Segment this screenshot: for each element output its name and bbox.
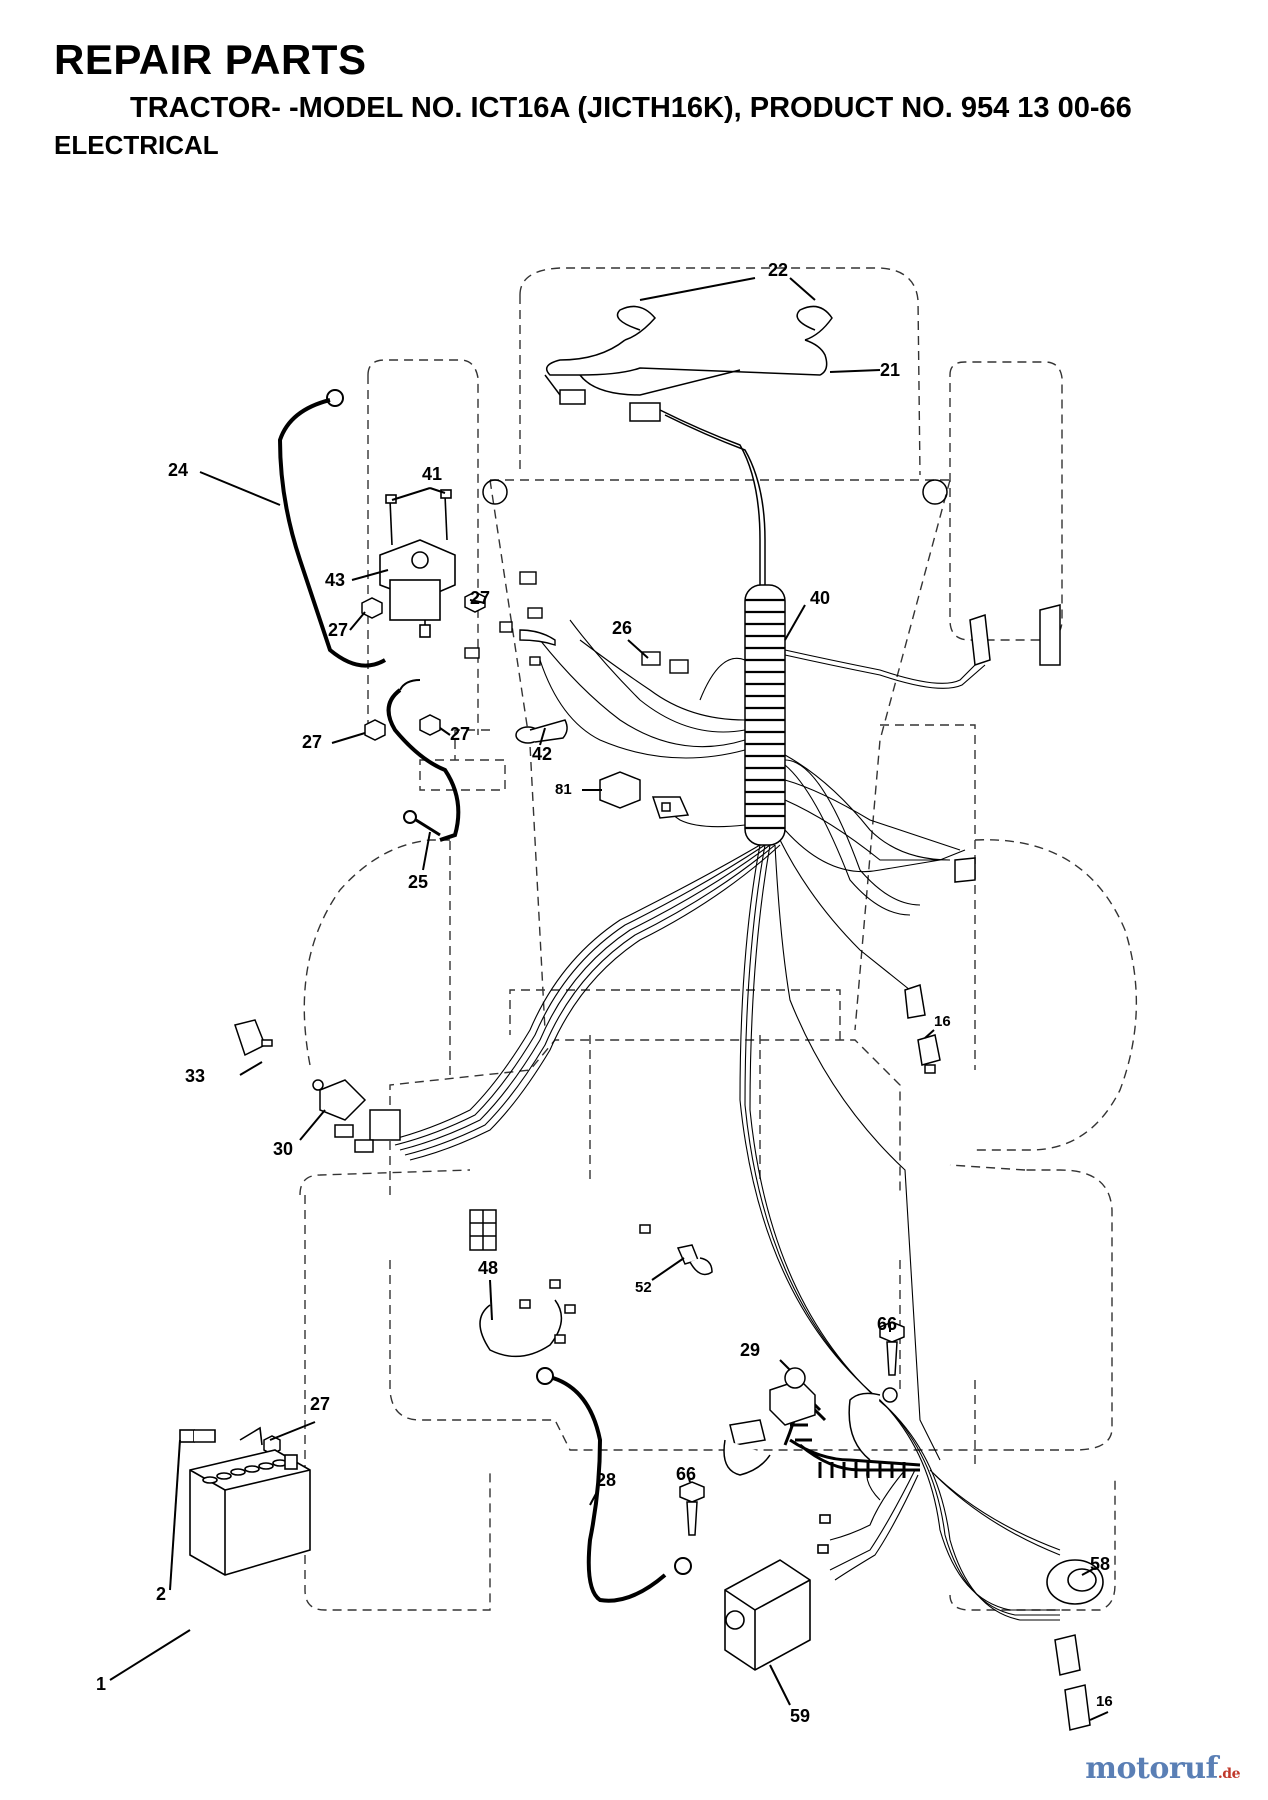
watermark-suffix: .de — [1217, 1766, 1241, 1782]
section-title: ELECTRICAL — [54, 130, 219, 160]
callout-numbers: 22 21 24 41 43 27 27 27 27 27 40 26 42 8… — [96, 260, 1113, 1726]
callout-26: 26 — [612, 618, 632, 638]
callout-41: 41 — [422, 464, 442, 484]
callout-40: 40 — [810, 588, 830, 608]
nuts — [263, 591, 486, 1455]
callout-33: 33 — [185, 1066, 205, 1086]
callout-59: 59 — [790, 1706, 810, 1726]
watermark-brand: motoruf — [1085, 1751, 1218, 1786]
coil-ridges — [790, 1408, 906, 1478]
watermark: motoruf.de — [1085, 1751, 1240, 1786]
callout-24: 24 — [168, 460, 188, 480]
callout-21: 21 — [880, 360, 900, 380]
tractor-outline — [299, 267, 1138, 1611]
callout-29: 29 — [740, 1340, 760, 1360]
connectors-16 — [904, 604, 1091, 1731]
pivot-circles — [482, 479, 948, 505]
wire-bundle — [389, 619, 1060, 1621]
ignition-switch-30 — [312, 1079, 401, 1153]
callout-42: 42 — [532, 744, 552, 764]
part-29 — [723, 1367, 816, 1476]
battery-cable-24 — [277, 389, 387, 668]
callout-1: 1 — [96, 1674, 106, 1694]
headlight-harness — [544, 305, 833, 590]
callout-25: 25 — [408, 872, 428, 892]
callout-16-a: 16 — [934, 1013, 951, 1030]
page-header: REPAIR PARTS TRACTOR- -MODEL NO. ICT16A … — [0, 0, 1268, 170]
model-subtitle: TRACTOR- -MODEL NO. ICT16A (JICTH16K), P… — [130, 92, 1132, 124]
part-42 — [515, 719, 568, 744]
callout-27-d: 27 — [450, 724, 470, 744]
leader-lines — [109, 277, 1109, 1721]
callout-48: 48 — [478, 1258, 498, 1278]
key-33 — [234, 1019, 273, 1057]
harness-loom — [744, 584, 786, 846]
callout-27-b: 27 — [328, 620, 348, 640]
solenoid-43 — [379, 489, 456, 638]
callout-22: 22 — [768, 260, 788, 280]
relay-81 — [599, 771, 690, 819]
connector-48 — [469, 1209, 651, 1358]
callout-27-c: 27 — [302, 732, 322, 752]
callout-30: 30 — [273, 1139, 293, 1159]
page-title: REPAIR PARTS — [54, 36, 367, 83]
battery-1 — [179, 1426, 311, 1576]
callout-52: 52 — [635, 1279, 652, 1296]
module-59 — [724, 1514, 831, 1671]
callout-16-b: 16 — [1096, 1693, 1113, 1710]
callout-66-a: 66 — [877, 1314, 897, 1334]
callout-58: 58 — [1090, 1554, 1110, 1574]
callout-66-b: 66 — [676, 1464, 696, 1484]
callout-28: 28 — [596, 1470, 616, 1490]
callout-2: 2 — [156, 1584, 166, 1604]
bolts-66 — [679, 1321, 905, 1536]
callout-43: 43 — [325, 570, 345, 590]
small-connectors — [464, 571, 689, 674]
cable-25 — [386, 679, 461, 842]
callout-81: 81 — [555, 781, 572, 798]
lower-wires — [829, 1459, 1061, 1581]
callout-27-e: 27 — [310, 1394, 330, 1414]
cable-28 — [536, 1367, 692, 1603]
callout-27-a: 27 — [470, 588, 490, 608]
